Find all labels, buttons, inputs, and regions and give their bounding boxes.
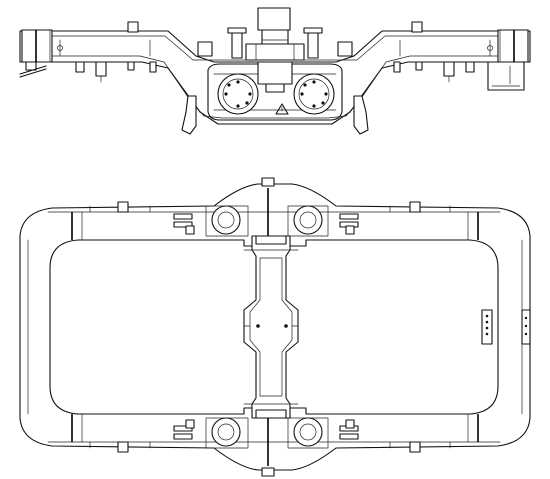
damper-brackets	[173, 213, 359, 440]
bolster-inner	[249, 257, 293, 397]
plan-frame-inner	[49, 239, 499, 415]
left-end-rod-2	[19, 68, 47, 78]
spring-seat-top-right	[293, 205, 323, 235]
left-end-rod	[19, 65, 47, 75]
side-frame-fittings	[57, 39, 493, 83]
central-bolster	[243, 235, 299, 419]
left-traction-seat	[217, 73, 259, 115]
left-end-beam	[21, 29, 53, 63]
right-end-box	[487, 61, 525, 91]
bolster-pin-left	[256, 324, 260, 328]
crossbeam-body	[207, 63, 343, 121]
warning-triangle-icon	[275, 103, 289, 115]
bolster-pin-right	[284, 324, 288, 328]
spring-seat-top-left	[211, 205, 241, 235]
spring-seat-bottom-right	[293, 417, 323, 447]
right-traction-seat	[293, 73, 335, 115]
left-lower-bracket	[181, 95, 197, 135]
spring-seat-pads	[205, 205, 329, 449]
end-beam-marks	[71, 188, 479, 466]
spring-seat-caps	[127, 21, 423, 57]
center-pivot-assembly	[227, 7, 323, 93]
bolster-top-cap	[255, 235, 287, 245]
left-end-bracket	[25, 61, 37, 71]
right-lower-bracket	[353, 95, 369, 135]
spring-seat-bottom-left	[211, 417, 241, 447]
frame-edge-lugs	[89, 177, 451, 477]
right-end-beam	[497, 29, 529, 63]
side-elevation-view	[19, 7, 531, 135]
bolster-bottom-cap	[255, 409, 287, 419]
right-side-plates	[481, 309, 531, 345]
plan-frame-outer	[19, 183, 531, 471]
side-frame-lower-chord	[21, 55, 529, 119]
plan-view	[19, 177, 531, 477]
